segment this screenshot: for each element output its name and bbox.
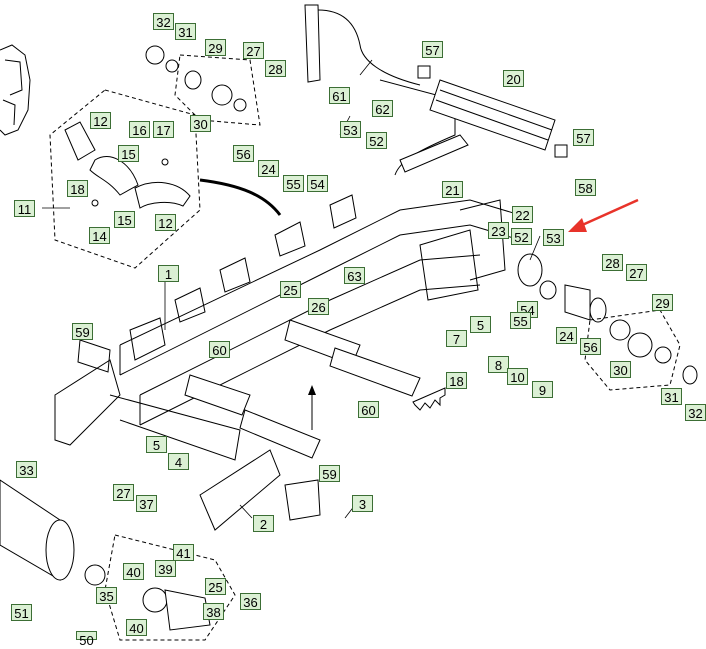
machine-edge-drawing	[0, 44, 31, 136]
callout-10: 10	[507, 368, 528, 385]
callout-24-right: 24	[556, 327, 577, 344]
callout-51: 51	[11, 604, 32, 621]
callout-52-top: 52	[366, 132, 387, 149]
leg-frame-drawing	[54, 339, 241, 461]
auger-rollers-drawing	[184, 319, 421, 459]
callout-24-top: 24	[258, 160, 279, 177]
callout-14: 14	[89, 227, 110, 244]
callout-32-right: 32	[685, 404, 706, 421]
drum-33-drawing	[0, 479, 75, 581]
callout-16: 16	[129, 121, 150, 138]
main-frame-drawing	[119, 194, 521, 426]
callout-18-left: 18	[67, 180, 88, 197]
callout-41: 41	[173, 544, 194, 561]
callout-27-top: 27	[243, 42, 264, 59]
callout-53-top: 53	[340, 121, 361, 138]
callout-57-right: 57	[573, 129, 594, 146]
callout-20: 20	[503, 70, 524, 87]
callout-39: 39	[155, 560, 176, 577]
callout-5-mid: 5	[470, 316, 491, 333]
callout-9: 9	[532, 381, 553, 398]
callout-30-top: 30	[190, 115, 211, 132]
callout-5-low: 5	[146, 436, 167, 453]
callout-35: 35	[96, 587, 117, 604]
leader-lines	[42, 59, 541, 519]
ring-32	[145, 45, 165, 65]
callout-18-right: 18	[446, 372, 467, 389]
callout-28-right: 28	[602, 254, 623, 271]
callout-1: 1	[158, 265, 179, 282]
callout-63: 63	[344, 267, 365, 284]
callout-61: 61	[329, 87, 350, 104]
callout-36: 36	[240, 593, 261, 610]
callout-59-bottom: 59	[319, 465, 340, 482]
callout-32-top: 32	[153, 13, 174, 30]
callout-54-top: 54	[307, 175, 328, 192]
callout-38: 38	[203, 603, 224, 620]
roller-20-drawing	[417, 65, 568, 158]
comb-18	[412, 387, 446, 411]
up-arrow	[308, 385, 316, 430]
curved-pointer	[199, 178, 282, 216]
callout-37: 37	[136, 495, 157, 512]
callout-50: 50	[76, 631, 97, 648]
plate-59-drawing	[284, 479, 321, 521]
callout-30-right: 30	[610, 361, 631, 378]
shaft-62-drawing	[304, 4, 469, 176]
callout-31-right: 31	[661, 388, 682, 405]
callout-55-top: 55	[283, 175, 304, 192]
callout-29-right: 29	[652, 294, 673, 311]
callout-4: 4	[168, 453, 189, 470]
callout-55-right: 55	[510, 312, 531, 329]
leg-frame-2-drawing	[199, 449, 281, 531]
callout-56-right: 56	[580, 338, 601, 355]
callout-22: 22	[512, 206, 533, 223]
callout-23: 23	[488, 222, 509, 239]
callout-15-a: 15	[118, 145, 139, 162]
callout-40-top: 40	[123, 563, 144, 580]
group-36-outline	[84, 534, 236, 641]
ring-31	[165, 59, 179, 73]
callout-60-mid: 60	[358, 401, 379, 418]
callout-59-left: 59	[72, 323, 93, 340]
callout-40-bottom: 40	[126, 619, 147, 636]
parts-diagram	[0, 4, 698, 641]
callout-60-left: 60	[209, 341, 230, 358]
callout-33: 33	[16, 461, 37, 478]
callout-26: 26	[308, 298, 329, 315]
group-29-30-outline	[174, 54, 261, 126]
right-shaft-parts	[517, 253, 607, 323]
callout-21: 21	[442, 181, 463, 198]
callout-11: 11	[14, 200, 35, 217]
callout-12-bottom: 12	[155, 214, 176, 231]
ring-31-right	[682, 365, 698, 385]
callout-27-right: 27	[626, 264, 647, 281]
callout-31-top: 31	[175, 23, 196, 40]
callout-28-top: 28	[265, 60, 286, 77]
callout-25-mid: 25	[280, 281, 301, 298]
callout-15-b: 15	[114, 211, 135, 228]
callout-7: 7	[446, 330, 467, 347]
callout-8: 8	[488, 356, 509, 373]
callout-17: 17	[153, 121, 174, 138]
callout-58: 58	[575, 179, 596, 196]
highlight-arrow	[568, 198, 639, 232]
callout-3: 3	[352, 495, 373, 512]
callout-12-top: 12	[90, 112, 111, 129]
callout-56-top: 56	[233, 145, 254, 162]
callout-2: 2	[253, 515, 274, 532]
callout-27-bottom: 27	[113, 484, 134, 501]
bellows-assembly-drawing	[64, 121, 191, 209]
callout-52-right: 52	[511, 228, 532, 245]
callout-57-top: 57	[422, 41, 443, 58]
callout-62: 62	[372, 100, 393, 117]
callout-29-top: 29	[205, 39, 226, 56]
callout-53-highlighted: 53	[543, 229, 564, 246]
callout-25-bottom: 25	[205, 578, 226, 595]
